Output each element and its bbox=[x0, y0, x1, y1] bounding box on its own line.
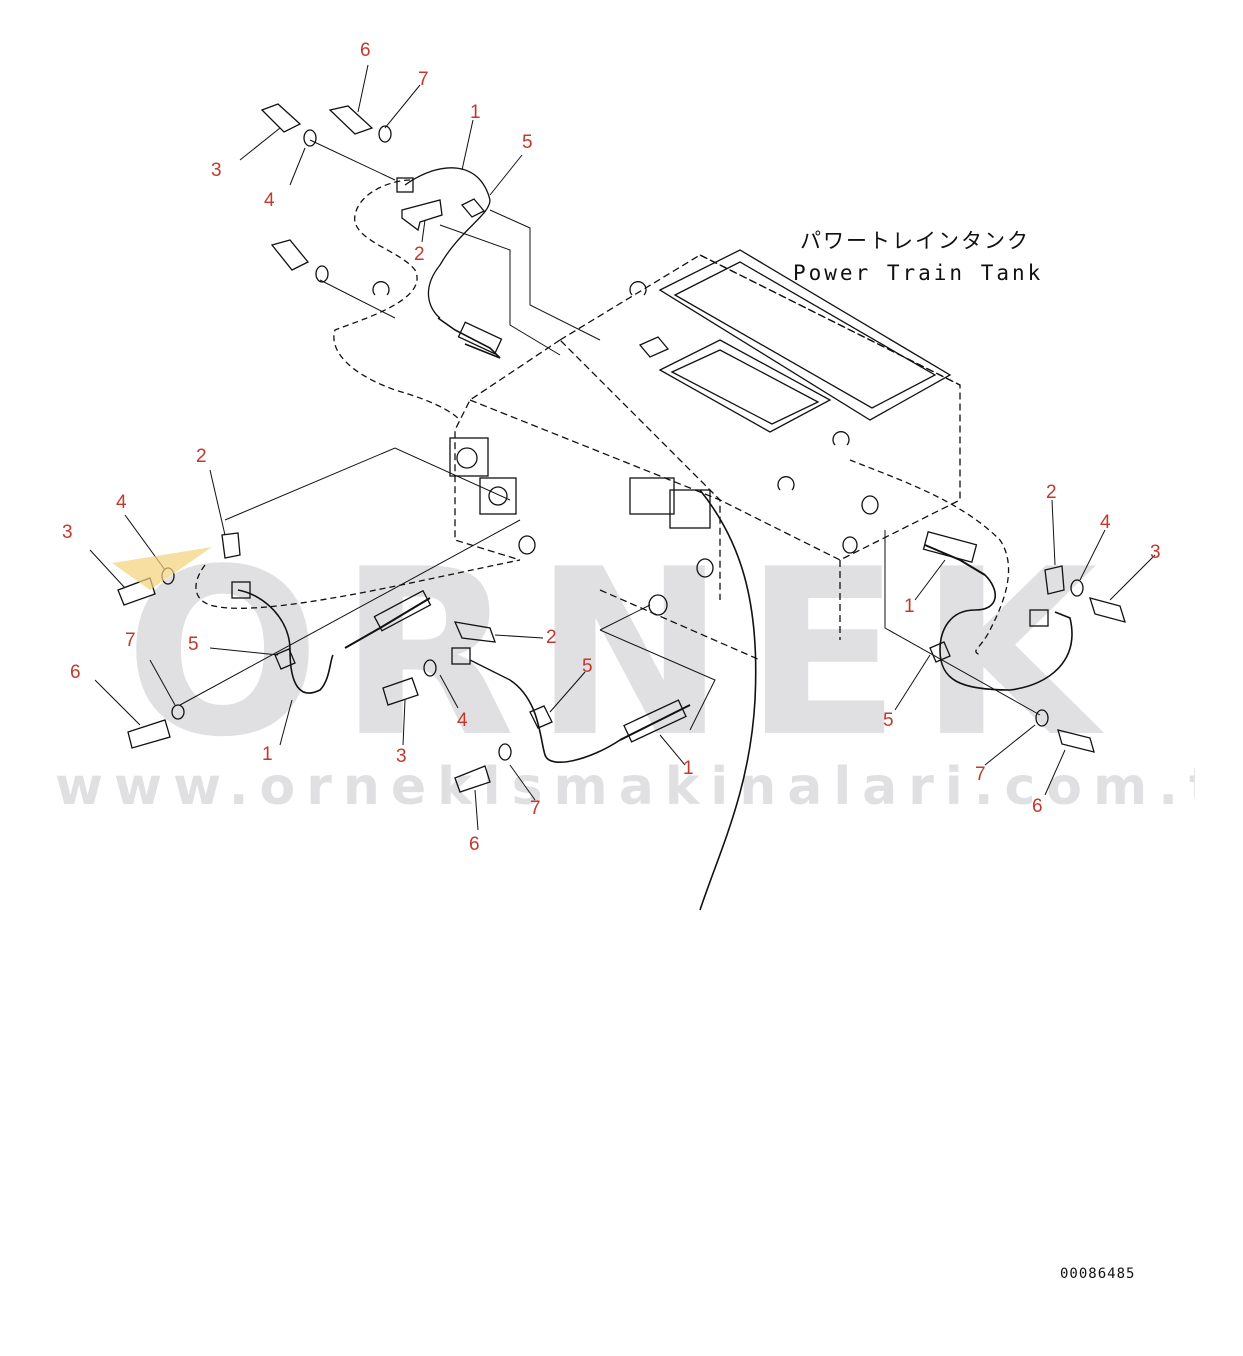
watermark-url: www.orneklsmakinalari.com.tr bbox=[55, 757, 1195, 817]
tank-label-english: Power Train Tank bbox=[793, 261, 1044, 285]
callout-numbers: 6 7 1 5 3 4 2 2 4 3 7 5 6 1 2 5 4 3 7 6 … bbox=[62, 40, 1161, 855]
callout-label: 1 bbox=[904, 596, 915, 617]
right-speed-sensor-group bbox=[849, 459, 1126, 753]
center-speed-sensor-group bbox=[382, 489, 757, 911]
left-speed-sensor-group bbox=[117, 532, 521, 749]
callout-label: 3 bbox=[1150, 542, 1161, 563]
callout-label: 7 bbox=[125, 630, 136, 651]
top-bolts bbox=[260, 103, 392, 283]
leader-lines bbox=[179, 139, 1041, 731]
callout-label: 5 bbox=[582, 656, 593, 677]
callout-label: 4 bbox=[1100, 512, 1111, 533]
callout-label: 1 bbox=[470, 102, 481, 123]
callout-label: 6 bbox=[469, 834, 480, 855]
callout-label: 5 bbox=[188, 634, 199, 655]
callout-label: 3 bbox=[211, 160, 222, 181]
power-train-tank bbox=[454, 254, 961, 661]
callout-label: 6 bbox=[360, 40, 371, 61]
callout-label: 2 bbox=[196, 446, 207, 467]
tank-side-flanges bbox=[449, 281, 879, 578]
tank-label-japanese: パワートレインタンク bbox=[800, 229, 1030, 253]
callout-label: 7 bbox=[418, 69, 429, 90]
callout-label: 1 bbox=[683, 758, 694, 779]
callout-label: 6 bbox=[1032, 796, 1043, 817]
callout-label: 1 bbox=[262, 744, 273, 765]
drawing-number: 00086485 bbox=[1060, 1266, 1136, 1282]
callout-label: 4 bbox=[116, 492, 127, 513]
highlight-accent bbox=[112, 547, 212, 590]
callout-label: 5 bbox=[883, 710, 894, 731]
callout-label: 4 bbox=[264, 190, 275, 211]
callout-label: 2 bbox=[546, 627, 557, 648]
callout-label: 4 bbox=[457, 710, 468, 731]
callout-leaders bbox=[89, 64, 1156, 831]
callout-label: 3 bbox=[62, 522, 73, 543]
callout-label: 2 bbox=[414, 244, 425, 265]
callout-label: 5 bbox=[522, 132, 533, 153]
callout-label: 2 bbox=[1046, 482, 1057, 503]
top-speed-sensor-group bbox=[333, 167, 503, 421]
callout-label: 6 bbox=[70, 662, 81, 683]
callout-label: 7 bbox=[530, 798, 541, 819]
tank-top-plate bbox=[658, 249, 952, 433]
callout-label: 7 bbox=[975, 764, 986, 785]
callout-label: 3 bbox=[396, 746, 407, 767]
